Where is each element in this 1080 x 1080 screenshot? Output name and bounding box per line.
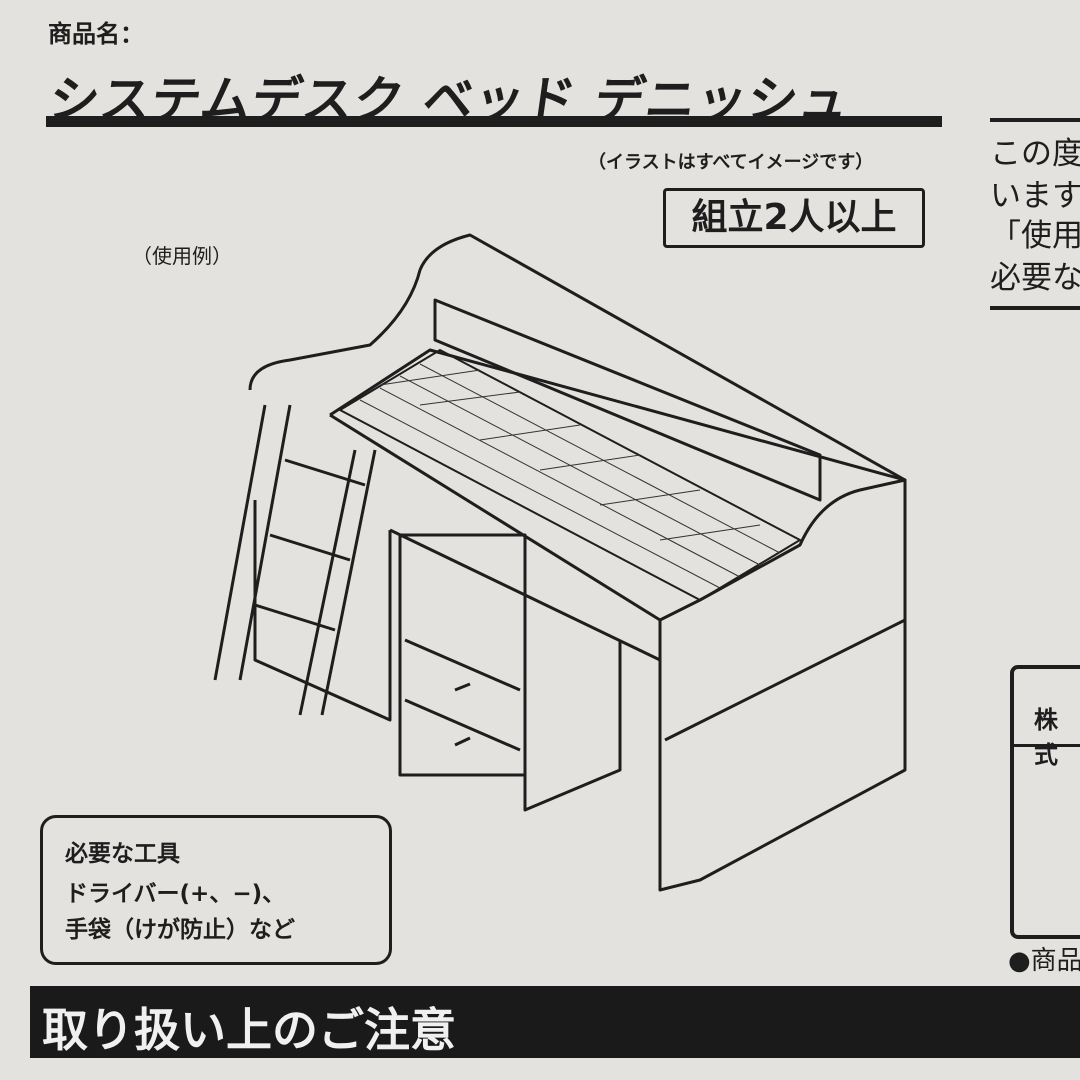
title-underline xyxy=(46,116,942,127)
assembly-badge: 組立2人以上 xyxy=(663,188,925,248)
product-name-label: 商品名： xyxy=(48,20,144,48)
product-note: ●商品 xyxy=(1008,946,1080,976)
company-box xyxy=(1010,665,1080,939)
right-divider-bottom xyxy=(990,306,1080,310)
caution-header-bar: 取り扱い上のご注意 xyxy=(30,986,1080,1058)
illustration-note: （イラストはすべてイメージです） xyxy=(588,152,874,173)
caution-header: 取り扱い上のご注意 xyxy=(42,1003,456,1057)
required-tools-box: 必要な工具 ドライバー(+、−)、 手袋（けが防止）など xyxy=(40,815,392,965)
tools-line: ドライバー(+、−)、 xyxy=(65,881,286,907)
right-text-line: います xyxy=(990,178,1080,214)
example-label: （使用例） xyxy=(132,244,232,268)
right-text-line: 必要な xyxy=(990,260,1080,296)
right-divider-top xyxy=(990,118,1080,122)
company-label: 株式 xyxy=(1034,706,1058,769)
right-text-line: 「使用」 xyxy=(990,218,1080,254)
company-box-divider xyxy=(1012,744,1080,747)
tools-heading: 必要な工具 xyxy=(65,841,180,867)
right-text-line: この度 xyxy=(990,136,1080,172)
tools-line: 手袋（けが防止）など xyxy=(65,917,295,943)
